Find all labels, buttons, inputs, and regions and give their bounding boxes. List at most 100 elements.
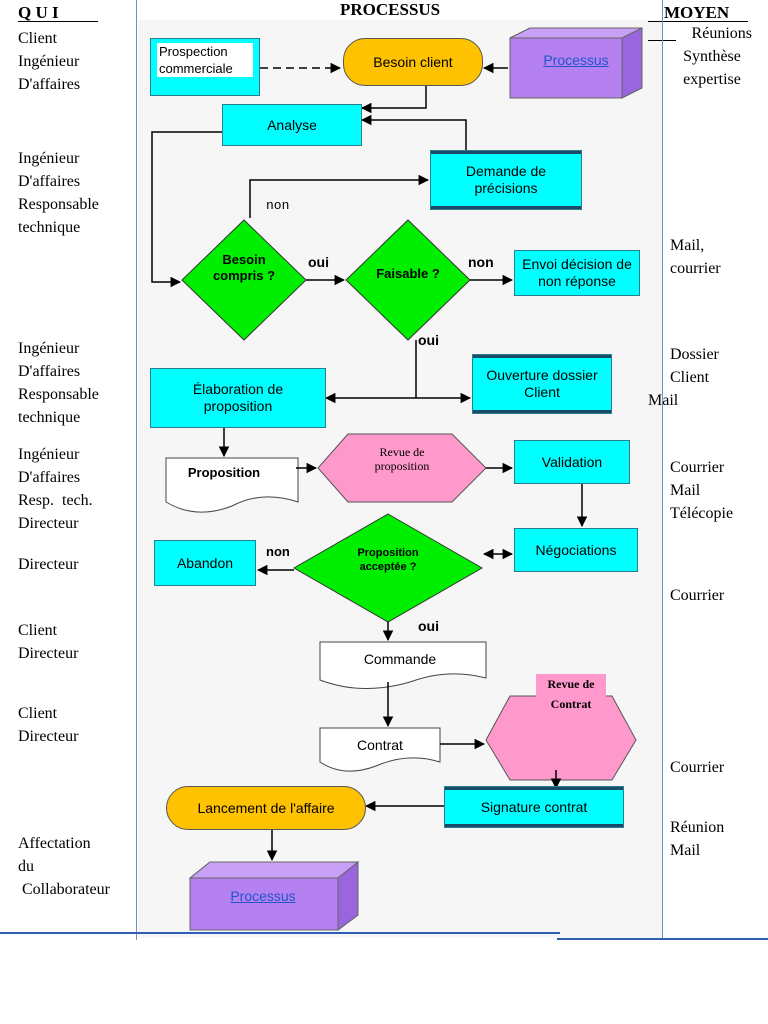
revue-contrat-label: Revue de Contrat bbox=[547, 677, 595, 711]
processus-bottom-label[interactable]: Processus bbox=[230, 887, 296, 904]
who-text: Affectation bbox=[18, 835, 91, 852]
contrat-label-wrap: Contrat bbox=[330, 734, 430, 756]
who-text: du bbox=[18, 858, 34, 875]
means-group-6: Courrier bbox=[670, 584, 724, 607]
commande-label: Commande bbox=[363, 650, 437, 667]
means-text: Réunions bbox=[691, 25, 752, 42]
header-processus: PROCESSUS bbox=[340, 0, 441, 19]
besoin-client-label: Besoin client bbox=[373, 53, 453, 70]
who-text: Ingénieur bbox=[18, 340, 80, 357]
who-text: Ingénieur bbox=[18, 53, 80, 70]
edge-label-oui-3: oui bbox=[418, 618, 439, 634]
lancement-affaire-pill: Lancement de l'affaire bbox=[166, 786, 366, 830]
means-text: Courrier bbox=[670, 759, 725, 776]
who-group-4: Ingénieur D'affaires Resp. tech. Directe… bbox=[18, 443, 93, 535]
who-text: D'affaires bbox=[18, 469, 81, 486]
faisable-label: Faisable ? bbox=[376, 266, 440, 281]
processus-bottom-label-wrap: Processus bbox=[208, 884, 318, 908]
who-text: Collaborateur bbox=[18, 881, 110, 898]
who-text: Ingénieur bbox=[18, 446, 80, 463]
envoi-label: Envoi décision de non réponse bbox=[522, 256, 632, 289]
who-text: Ingénieur bbox=[18, 150, 80, 167]
processus-top-label[interactable]: Processus bbox=[543, 51, 609, 68]
prospection-label: Prospection commerciale bbox=[157, 43, 253, 77]
means-text: Mail bbox=[670, 482, 701, 499]
who-group-1: Client Ingénieur D'affaires bbox=[18, 27, 80, 96]
demande-label: Demande de précisions bbox=[465, 163, 547, 196]
negociations-label: Négociations bbox=[535, 541, 617, 558]
analyse-box: Analyse bbox=[222, 104, 362, 146]
who-group-7: Client Directeur bbox=[18, 702, 78, 748]
means-text: Mail bbox=[670, 842, 701, 859]
envoi-decision-box: Envoi décision de non réponse bbox=[514, 250, 640, 296]
who-text: Directeur bbox=[18, 645, 79, 662]
revue-proposition-label-wrap: Revue de proposition bbox=[340, 444, 464, 474]
means-text: Courrier bbox=[670, 459, 725, 476]
proposition-acceptee-label: Proposition acceptée ? bbox=[357, 547, 419, 573]
who-group-6: Client Directeur bbox=[18, 619, 78, 665]
who-text: Client bbox=[18, 705, 58, 722]
signature-label: Signature contrat bbox=[480, 798, 588, 815]
header-moyen-underline bbox=[648, 21, 748, 22]
column-divider-right bbox=[662, 0, 663, 940]
header-qui: Q U I bbox=[18, 3, 59, 22]
who-text: Resp. tech. bbox=[18, 492, 93, 509]
who-text: D'affaires bbox=[18, 76, 81, 93]
processus-top-label-wrap: Processus bbox=[530, 48, 622, 72]
commande-label-wrap: Commande bbox=[340, 648, 460, 670]
means-text: Réunion bbox=[670, 819, 725, 836]
elaboration-label: Élaboration de proposition bbox=[192, 381, 284, 414]
demande-precisions-box: Demande de précisions bbox=[430, 150, 582, 210]
means-group-3: Dossier Client bbox=[670, 343, 719, 389]
revue-contrat-label-wrap: Revue de Contrat bbox=[536, 674, 606, 714]
means-text: expertise bbox=[683, 71, 741, 88]
bottom-rule-left bbox=[0, 932, 560, 934]
header-moyen: MOYEN bbox=[664, 3, 730, 22]
who-text: Client bbox=[18, 30, 58, 47]
means-text: Mail, bbox=[670, 237, 705, 254]
edge-label-oui-2: oui bbox=[418, 332, 439, 348]
header-qui-underline bbox=[18, 21, 98, 22]
proposition-label-wrap: Proposition bbox=[176, 458, 272, 486]
revue-proposition-label: Revue de proposition bbox=[374, 445, 430, 473]
who-text: Responsable bbox=[18, 196, 99, 213]
means-group-1: Réunions Synthèse expertise bbox=[672, 22, 752, 91]
elaboration-proposition-box: Élaboration de proposition bbox=[150, 368, 326, 428]
edge-label-non-2: non bbox=[468, 254, 494, 270]
column-divider-left bbox=[136, 0, 137, 940]
signature-contrat-box: Signature contrat bbox=[444, 786, 624, 828]
means-text: Télécopie bbox=[670, 505, 734, 522]
edge-label-non-1: non bbox=[266, 198, 290, 213]
means-group-2: Mail, courrier bbox=[670, 234, 721, 280]
edge-label-oui-1: oui bbox=[308, 254, 329, 270]
means-text: Courrier bbox=[670, 587, 725, 604]
proposition-label: Proposition bbox=[187, 464, 261, 480]
validation-box: Validation bbox=[514, 440, 630, 484]
means-text: Synthèse bbox=[683, 48, 741, 65]
negociations-box: Négociations bbox=[514, 528, 638, 572]
means-group-7: Courrier bbox=[670, 756, 724, 779]
means-group-5: Courrier Mail Télécopie bbox=[670, 456, 733, 525]
prospection-commerciale-box: Prospection commerciale bbox=[150, 38, 260, 96]
who-text: Client bbox=[18, 622, 58, 639]
abandon-label: Abandon bbox=[176, 554, 234, 571]
abandon-box: Abandon bbox=[154, 540, 256, 586]
means-text: Mail bbox=[648, 392, 679, 409]
who-group-3: Ingénieur D'affaires Responsable techniq… bbox=[18, 337, 99, 429]
analyse-label: Analyse bbox=[267, 116, 317, 133]
means-group-4: Mail bbox=[648, 389, 678, 412]
ouverture-dossier-box: Ouverture dossier Client bbox=[472, 354, 612, 414]
means-text: Client bbox=[670, 369, 710, 386]
who-group-2: Ingénieur D'affaires Responsable techniq… bbox=[18, 147, 99, 239]
who-text: Responsable bbox=[18, 386, 99, 403]
who-text: D'affaires bbox=[18, 173, 81, 190]
lancement-label: Lancement de l'affaire bbox=[197, 799, 335, 816]
validation-label: Validation bbox=[541, 453, 603, 470]
who-text: technique bbox=[18, 409, 81, 426]
bottom-rule-right bbox=[557, 938, 768, 940]
who-group-5: Directeur bbox=[18, 553, 78, 576]
besoin-client-pill: Besoin client bbox=[343, 38, 483, 86]
means-text: Dossier bbox=[670, 346, 719, 363]
who-group-8: Affectation du Collaborateur bbox=[18, 832, 110, 901]
who-text: D'affaires bbox=[18, 363, 81, 380]
